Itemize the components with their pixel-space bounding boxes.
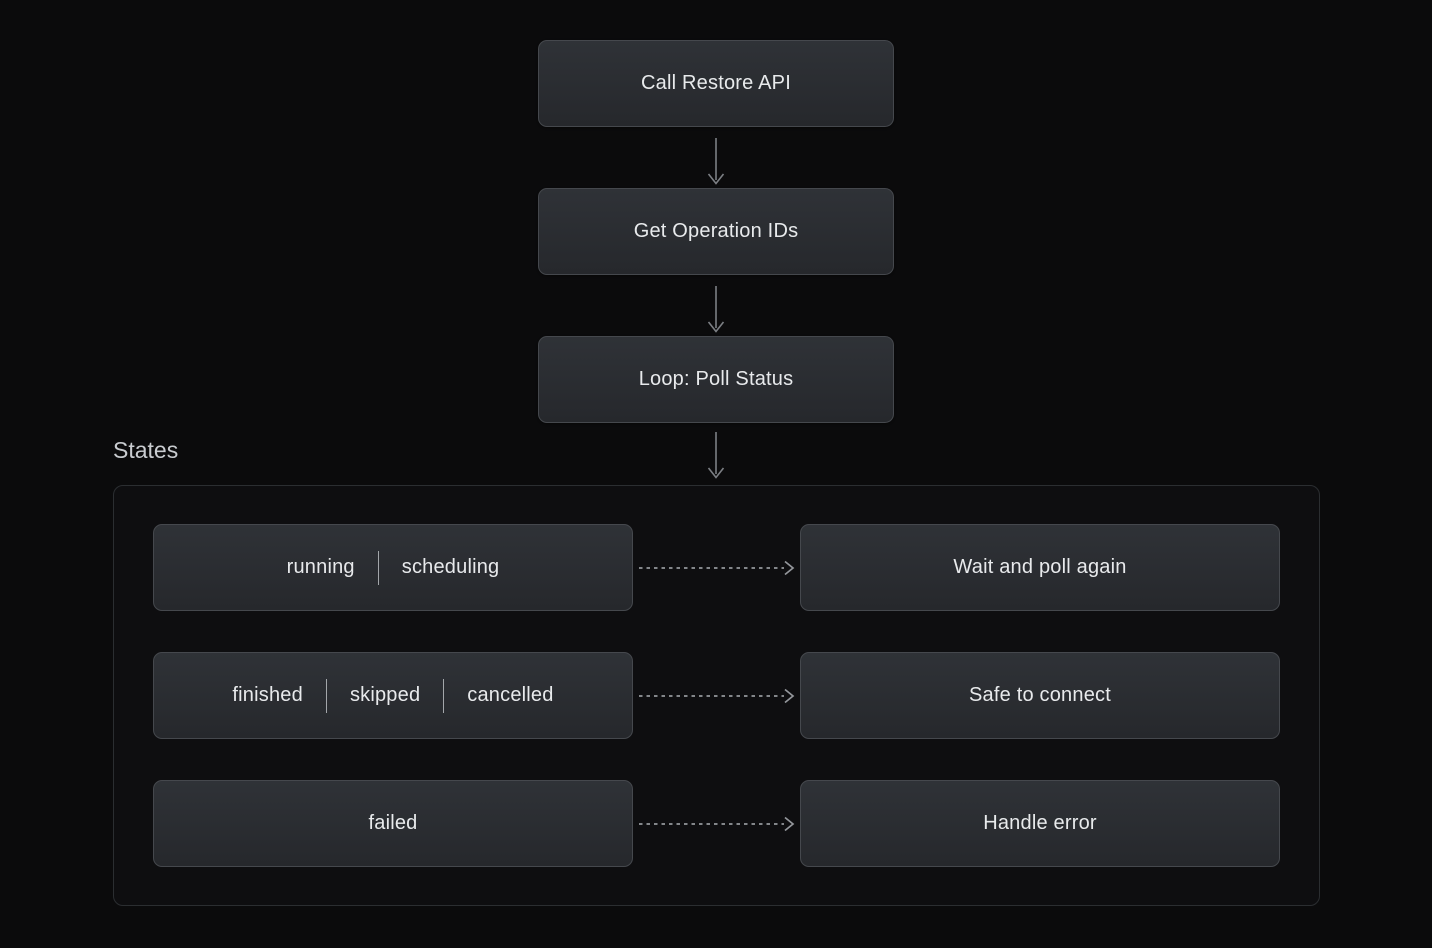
flow-node-loop-poll-status: Loop: Poll Status — [538, 336, 894, 423]
state-label: finished — [232, 684, 303, 706]
action-box-handle-error: Handle error — [800, 780, 1280, 867]
action-label: Wait and poll again — [953, 556, 1127, 578]
state-row-running: running scheduling Wait and poll again — [153, 524, 1280, 611]
states-section-title: States — [113, 437, 179, 463]
action-box-safe-to-connect: Safe to connect — [800, 652, 1280, 739]
dashed-arrow-icon — [638, 688, 794, 703]
state-box-failed: failed — [153, 780, 633, 867]
flow-node-label: Loop: Poll Status — [638, 368, 794, 390]
state-box-running-scheduling: running scheduling — [153, 524, 633, 611]
action-label: Handle error — [983, 812, 1097, 834]
action-label: Safe to connect — [969, 684, 1111, 706]
state-label: failed — [368, 812, 418, 834]
state-box-finished-skipped-cancelled: finished skipped cancelled — [153, 652, 633, 739]
flow-node-get-operation-ids: Get Operation IDs — [538, 188, 894, 275]
state-label: running — [286, 556, 355, 578]
dashed-arrow-icon — [638, 560, 794, 575]
state-label: scheduling — [401, 556, 500, 578]
flow-node-label: Get Operation IDs — [633, 220, 799, 242]
states-container: running scheduling Wait and poll again f… — [113, 485, 1320, 906]
state-label: skipped — [349, 684, 421, 706]
dashed-arrow-wrap — [633, 815, 800, 833]
state-row-failed: failed Handle error — [153, 780, 1280, 867]
dashed-arrow-wrap — [633, 559, 800, 577]
state-separator — [377, 550, 379, 585]
state-separator — [443, 678, 445, 713]
dashed-arrow-icon — [638, 816, 794, 831]
flow-node-call-restore-api: Call Restore API — [538, 40, 894, 127]
state-label: cancelled — [467, 684, 554, 706]
flow-node-label: Call Restore API — [641, 72, 791, 94]
state-separator — [325, 678, 327, 713]
down-arrow-icon — [707, 432, 725, 479]
dashed-arrow-wrap — [633, 687, 800, 705]
state-row-finished: finished skipped cancelled Safe to conne… — [153, 652, 1280, 739]
down-arrow-icon — [707, 138, 725, 185]
action-box-wait-and-poll-again: Wait and poll again — [800, 524, 1280, 611]
down-arrow-icon — [707, 286, 725, 333]
